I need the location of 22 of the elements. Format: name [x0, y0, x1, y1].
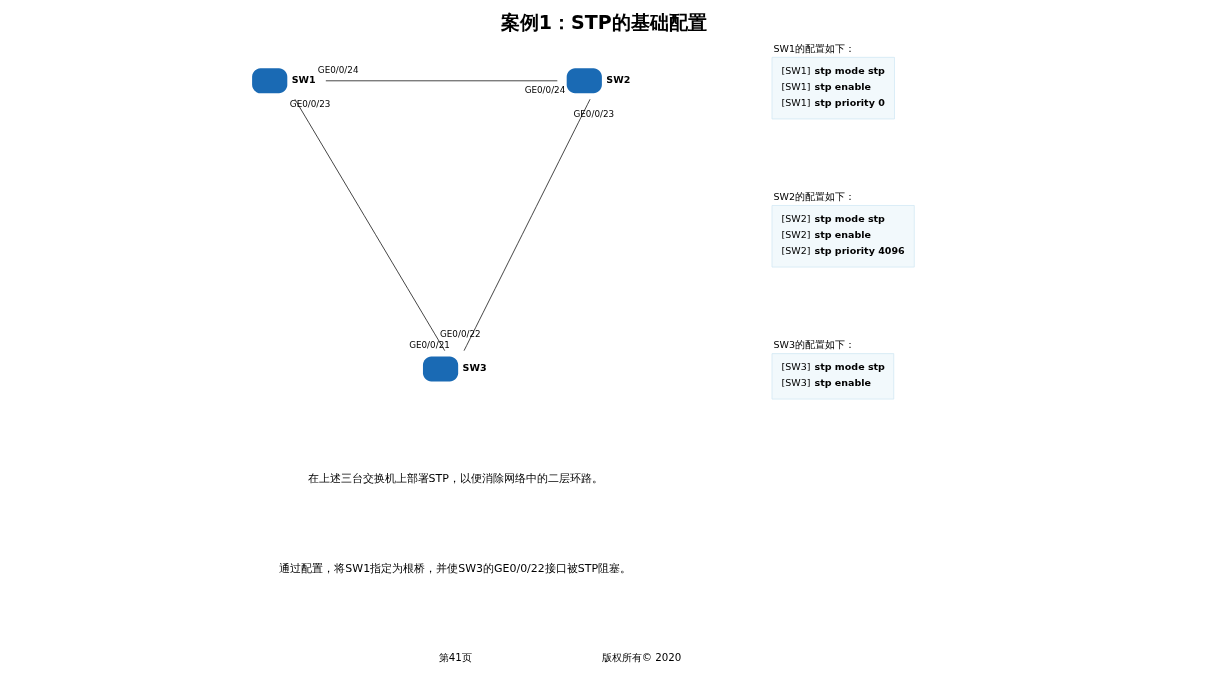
node-label: GE0/0/24: [524, 85, 566, 96]
label: 版权所有© 2020: [601, 651, 682, 664]
node-label: SW3的配置如下：: [773, 339, 855, 351]
label: 第41页: [438, 651, 472, 664]
node-label: GE0/0/23: [289, 98, 331, 109]
node-label: GE0/0/22: [440, 329, 481, 340]
diagram-title: 案例1：STP的基础配置: [500, 10, 707, 33]
node-label: SW2: [606, 73, 631, 85]
node-box: [252, 68, 288, 94]
node-box: [422, 356, 459, 382]
node-label: SW1的配置如下：: [773, 42, 855, 54]
node-label: SW1: [291, 73, 316, 85]
node-label: SW3: [462, 361, 487, 373]
node-label: GE0/0/23: [573, 109, 615, 120]
label: 通过配置，将SW1指定为根桥，并使SW3的GE0/0/22接口被STP阻塞。: [279, 561, 632, 575]
connector: [294, 98, 446, 352]
node-label: GE0/0/21: [409, 339, 450, 350]
node-label: SW2的配置如下：: [773, 190, 855, 202]
node-box: [566, 68, 602, 94]
label: 在上述三台交换机上部署STP，以便消除网络中的二层环路。: [307, 472, 603, 486]
node-label: GE0/0/24: [317, 64, 359, 75]
connector: [463, 98, 591, 352]
